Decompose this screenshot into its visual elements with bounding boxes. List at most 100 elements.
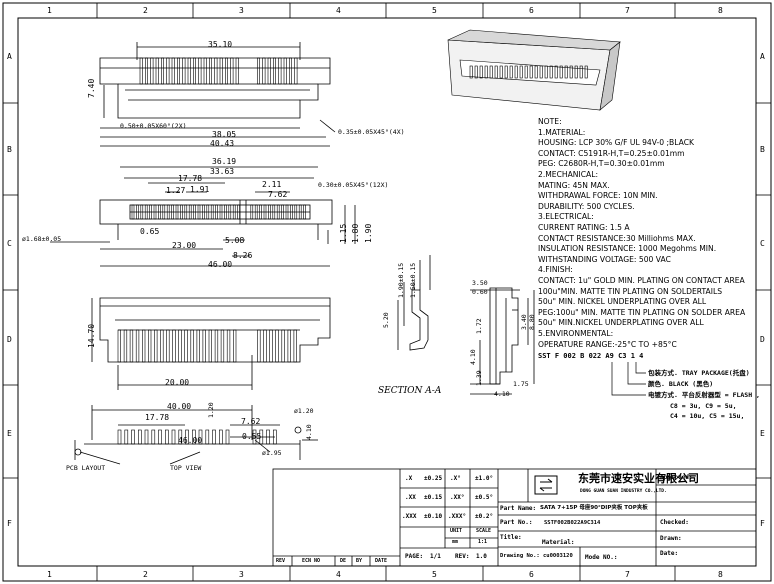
dim-label: 17.78 bbox=[145, 413, 170, 422]
dim-label: ø1.20 bbox=[294, 407, 314, 415]
pin bbox=[150, 57, 154, 85]
pin bbox=[161, 57, 165, 85]
pin bbox=[474, 65, 478, 79]
pin bbox=[158, 204, 161, 220]
pin bbox=[198, 429, 203, 445]
top-view-drawing bbox=[99, 42, 336, 147]
dim-label: 0.35±0.05X45°(4X) bbox=[338, 128, 405, 136]
dim-label: 46.00 bbox=[208, 260, 233, 269]
pin bbox=[149, 204, 152, 220]
part-code-legend-item: 电镀方式. 平台反射器型 = FLASH , bbox=[648, 391, 760, 399]
pin bbox=[214, 57, 218, 85]
dim-label: 40.43 bbox=[210, 139, 235, 148]
dim-label: 0.50±0.05X60°(2X) bbox=[120, 122, 187, 130]
pin bbox=[275, 329, 279, 363]
row-label: F bbox=[7, 519, 12, 528]
pin bbox=[294, 204, 298, 220]
bottom-view-drawing bbox=[91, 297, 331, 390]
pin bbox=[489, 65, 493, 79]
pin bbox=[232, 204, 236, 220]
pin bbox=[178, 429, 183, 445]
col-label: 5 bbox=[432, 6, 437, 15]
pin bbox=[569, 65, 573, 79]
pin bbox=[252, 429, 257, 445]
pin bbox=[193, 204, 196, 220]
pin bbox=[215, 204, 218, 220]
pin bbox=[220, 329, 225, 363]
rev-col: REV bbox=[276, 558, 286, 564]
scale: 1:1 bbox=[478, 539, 488, 545]
note-line: CURRENT RATING: 1.5 A bbox=[538, 223, 630, 232]
drawn-label: Drawn: bbox=[660, 535, 682, 542]
pin bbox=[288, 57, 292, 85]
col-label: 6 bbox=[529, 570, 534, 579]
dim-label: 17.78 bbox=[178, 174, 203, 183]
pin bbox=[145, 57, 149, 85]
pin bbox=[509, 65, 513, 79]
pin bbox=[254, 204, 258, 220]
connector-3d-view bbox=[447, 29, 621, 111]
col-label: 6 bbox=[529, 6, 534, 15]
page-label: PAGE: bbox=[405, 553, 424, 560]
pin bbox=[226, 329, 231, 363]
pin bbox=[166, 204, 170, 220]
pin bbox=[209, 57, 213, 85]
pin bbox=[171, 204, 174, 220]
dim-label: 0.30±0.05X45°(12X) bbox=[318, 181, 389, 189]
note-line: 3.ELECTRICAL: bbox=[538, 212, 594, 222]
pin bbox=[269, 329, 273, 363]
rev-label: REV: bbox=[455, 553, 470, 560]
dim-label: 14.70 bbox=[87, 323, 96, 348]
pin bbox=[139, 57, 143, 85]
pin bbox=[219, 204, 223, 220]
pin bbox=[549, 65, 553, 79]
note-line: 50u" MIN. NICKEL UNDERPLATING OVER ALL bbox=[538, 297, 707, 307]
dim-label: 7.62 bbox=[268, 190, 288, 199]
col-label: 4 bbox=[336, 570, 341, 579]
tol-cell: .XX bbox=[405, 494, 416, 501]
dim-label: 20.00 bbox=[165, 378, 190, 387]
pin bbox=[233, 329, 237, 363]
pin bbox=[155, 57, 159, 85]
pin bbox=[559, 65, 563, 79]
pin bbox=[257, 329, 261, 363]
dim-label: 0.65 bbox=[140, 227, 160, 236]
dim-label: 5.08 bbox=[225, 236, 245, 245]
pin bbox=[144, 429, 149, 445]
pin bbox=[162, 204, 166, 220]
dim-label: 8.26 bbox=[233, 251, 253, 260]
pin bbox=[131, 429, 135, 445]
scale-label: SCALE bbox=[476, 528, 492, 534]
dim-label: 0.60 bbox=[472, 288, 488, 296]
dim-label: 3.50 bbox=[472, 279, 488, 287]
rev-col: DE bbox=[340, 558, 347, 564]
part-name: SATA 7+15P 母座90°DIP夹板 TOP夹板 bbox=[540, 505, 648, 511]
pin bbox=[224, 204, 227, 220]
part-code-legend-item: C8 = 3u, C9 = 5u, bbox=[670, 402, 737, 410]
col-label: 1 bbox=[47, 6, 52, 15]
unit-label: UNIT bbox=[450, 528, 463, 534]
pin bbox=[171, 429, 176, 445]
row-label: B bbox=[760, 145, 765, 154]
pin bbox=[136, 204, 139, 220]
pin bbox=[287, 329, 291, 363]
pin bbox=[484, 65, 488, 79]
side-view-drawing bbox=[470, 287, 535, 395]
dim-label: 1.39 bbox=[475, 370, 483, 386]
pin bbox=[182, 57, 186, 85]
pin bbox=[534, 65, 538, 79]
note-line: CONTACT: C5191R-H,T=0.25±0.01mm bbox=[538, 148, 685, 158]
pin bbox=[272, 429, 277, 445]
date-label: Date: bbox=[660, 550, 679, 557]
tol-cell: .XXX bbox=[402, 513, 417, 520]
pin bbox=[129, 329, 134, 363]
pin bbox=[263, 204, 267, 220]
row-label: C bbox=[760, 239, 765, 248]
pin bbox=[259, 204, 262, 220]
pin bbox=[214, 329, 219, 363]
pin bbox=[171, 57, 175, 85]
dim-label: 40.00 bbox=[167, 402, 192, 411]
row-label: C bbox=[7, 239, 12, 248]
